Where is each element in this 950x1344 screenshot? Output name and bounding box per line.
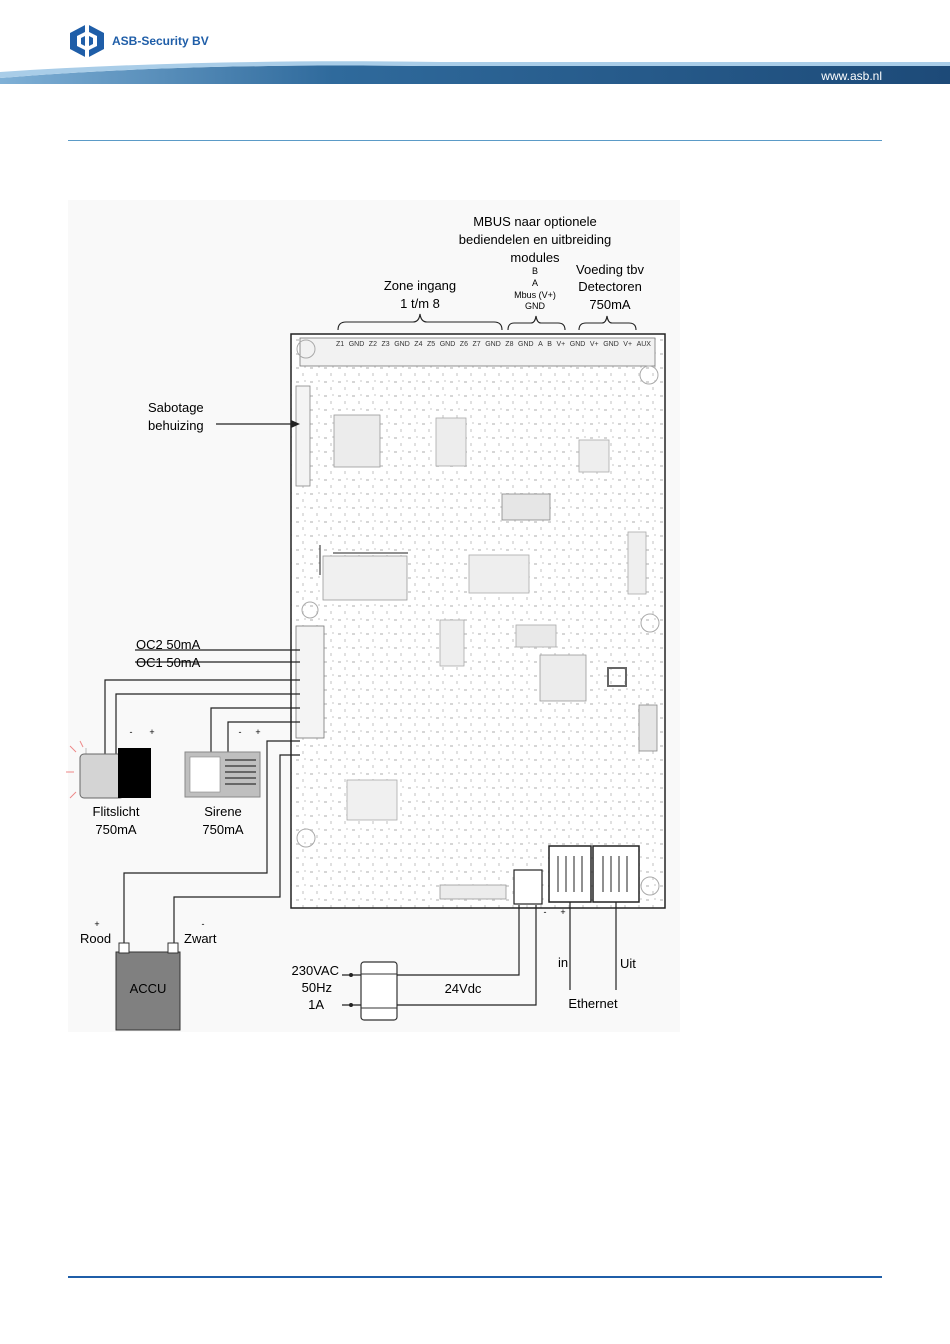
sirene-minus-label: - [238,727,242,737]
sabotage-label-line1: Sabotage [148,400,204,415]
zwart-label: Zwart [184,931,217,946]
flitslicht-wire-minus [104,679,300,758]
terminal-label: Z7 [472,341,481,348]
ac-frequency-label: 50Hz [301,980,332,995]
dc-voltage-label: 24Vdc [444,981,482,996]
ac-voltage-label: 230VAC [291,963,339,978]
terminal-label: V+ [623,341,633,348]
mbus-a-label: A [531,278,538,288]
accu-wire-plus [123,740,300,945]
pcb-components [296,339,660,900]
flitslicht-minus-label: - [129,727,133,737]
voeding-label-line3: 750mA [589,297,631,312]
header-band [0,61,950,84]
voeding-label-line1: Voeding tbv [576,262,644,277]
terminal-label: V+ [556,341,566,348]
mbus-b-label: B [531,266,538,276]
ethernet-port-out [592,845,640,903]
asb-logo-icon [70,22,104,60]
sirene-label: Sirene [204,804,242,819]
sabotage-arrow [216,420,300,428]
zone-label-line1: Zone ingang [383,278,457,293]
terminal-label: Z3 [381,341,390,348]
ethernet-port-in [548,845,592,903]
top-braces [337,313,637,331]
mbus-gnd-label: GND [525,301,545,311]
sirene-plus-label: + [255,727,261,737]
rood-plus-label: + [94,919,100,929]
flitslicht-rating: 750mA [95,822,137,837]
ethernet-label: Ethernet [568,996,618,1011]
voeding-label-line2: Detectoren [578,279,642,294]
dc-minus-label: - [543,907,547,917]
voeding-brace [578,315,637,331]
terminal-label: AUX [636,341,651,348]
terminal-label: GND [518,341,534,348]
header-rule [68,140,882,141]
zone-label-line2: 1 t/m 8 [400,296,440,311]
terminal-label: Z8 [505,341,514,348]
terminal-label: B [547,341,552,348]
sirene-wire-minus [210,707,300,752]
sirene-device [184,751,261,798]
website-url[interactable]: www.asb.nl [821,69,882,83]
mbus-brace [507,315,566,331]
mbus-vplus-label: Mbus (V+) [514,290,556,300]
flitslicht-label: Flitslicht [92,804,140,819]
terminal-label: Z1 [336,341,345,348]
dc-plus-label: + [560,907,566,917]
sirene-rating: 750mA [202,822,244,837]
mbus-label-line3: modules [510,250,560,265]
terminal-label: GND [603,341,619,348]
zwart-minus-label: - [201,919,205,929]
flitslicht-wire-plus [115,693,300,758]
ac-current-label: 1A [308,997,324,1012]
terminal-strip-top [299,337,656,367]
brand-name: ASB-Security BV [112,34,209,48]
flitslicht-plus-label: + [149,727,155,737]
terminal-label: GND [348,341,365,348]
terminal-label: Z5 [427,341,436,348]
dc-wire-plus [397,905,537,1006]
footer-rule [68,1276,882,1278]
sabotage-connector [295,385,311,487]
mbus-label-line1: MBUS naar optionele [473,214,597,229]
oc1-label: OC1 50mA [136,655,201,670]
accu-label: ACCU [129,981,167,996]
terminal-label: V+ [589,341,599,348]
terminal-label: Z4 [414,341,423,348]
flitslicht-device [66,740,151,799]
terminal-label: GND [439,341,456,348]
header-swoosh-highlight [0,61,950,78]
terminal-label: Z2 [368,341,377,348]
pcb-board [290,333,666,909]
terminal-label: GND [569,341,586,348]
accu-battery [115,942,181,1031]
ethernet-out-label: Uit [620,956,636,971]
terminal-label: A [538,341,543,348]
transformer [342,961,398,1021]
header-swoosh [0,65,950,84]
sabotage-label-line2: behuizing [148,418,204,433]
output-terminal-block [295,625,325,739]
accu-wire-minus [173,754,300,945]
dc-wire-minus [397,905,520,976]
terminal-label: GND [485,341,501,348]
ethernet-in-label: in [558,955,569,970]
power-connector [513,869,543,905]
oc2-label: OC2 50mA [136,637,201,652]
terminal-label: Z6 [459,341,468,348]
mbus-label-line2: bediendelen en uitbreiding [458,232,612,247]
rood-label: Rood [80,931,112,946]
sirene-wire-plus [227,721,300,752]
zone-brace [337,313,503,331]
terminal-label: GND [394,341,410,348]
